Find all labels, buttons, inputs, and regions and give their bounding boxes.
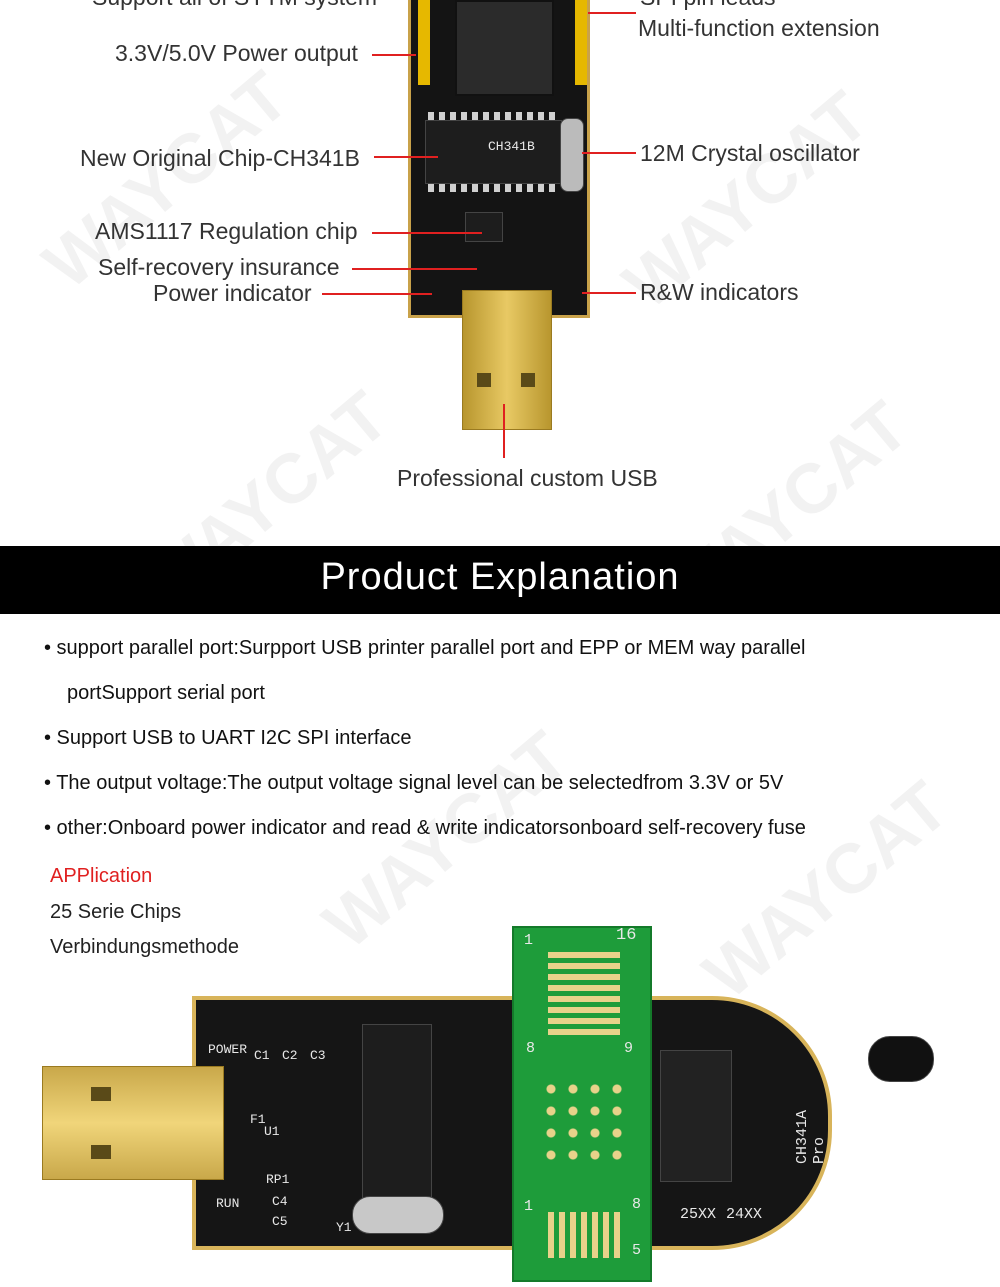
usb-hole xyxy=(521,373,535,387)
banner-title: Product Explanation xyxy=(320,556,680,598)
adapter-pin-8b: 8 xyxy=(632,1196,642,1213)
chip-pins-bottom xyxy=(428,184,558,192)
callout-line xyxy=(352,268,477,270)
adapter-pads-top xyxy=(548,952,620,1036)
usb-plug xyxy=(462,290,552,430)
callout-line xyxy=(372,232,482,234)
silk-slot-25: 25XX xyxy=(680,1206,717,1223)
usb-hole xyxy=(91,1145,111,1159)
bullet-parallel-port: • support parallel port:Surpport USB pri… xyxy=(44,637,806,659)
chip-label: CH341B xyxy=(488,139,535,154)
header-pins-left xyxy=(418,0,430,85)
chip-pins-top xyxy=(428,112,558,120)
callout-top-cut: Support all of SYTM system xyxy=(92,0,377,11)
adapter-pin-16: 16 xyxy=(616,926,637,945)
callout-ams: AMS1117 Regulation chip xyxy=(95,218,358,244)
callout-usb: Professional custom USB xyxy=(397,465,658,491)
soic-adapter-board: 1 16 8 9 1 8 5 xyxy=(512,926,652,1282)
bullet-interface: • Support USB to UART I2C SPI interface xyxy=(44,727,412,749)
callout-line xyxy=(503,404,505,458)
crystal-oscillator xyxy=(352,1196,444,1234)
silk-c2: C2 xyxy=(282,1048,298,1063)
callout-line xyxy=(374,156,438,158)
callout-power-output: 3.3V/5.0V Power output xyxy=(115,40,358,66)
application-line-2: Verbindungsmethode xyxy=(50,936,240,958)
silk-model: CH341A Pro xyxy=(794,1109,829,1165)
silk-u1: U1 xyxy=(264,1124,280,1139)
bullet-parallel-port-cont: portSupport serial port xyxy=(67,682,265,704)
callout-chip: New Original Chip-CH341B xyxy=(80,145,360,171)
callout-power-indicator: Power indicator xyxy=(153,280,312,306)
callout-multi-function: Multi-function extension xyxy=(638,15,880,41)
section-banner: Product Explanation xyxy=(0,546,1000,614)
callout-line xyxy=(372,54,416,56)
silk-y1: Y1 xyxy=(336,1220,352,1235)
silk-c5: C5 xyxy=(272,1214,288,1229)
adapter-pin-1: 1 xyxy=(524,932,534,949)
ch341b-chip xyxy=(362,1024,432,1214)
bullet-output-voltage: • The output voltage:The output voltage … xyxy=(44,772,784,794)
header-pins-right xyxy=(575,0,587,85)
adapter-pin-8: 8 xyxy=(526,1040,536,1057)
zif-socket xyxy=(455,0,554,96)
callout-crystal: 12M Crystal oscillator xyxy=(640,140,860,166)
ch341b-chip: CH341B xyxy=(425,120,562,184)
bullet-other: • other:Onboard power indicator and read… xyxy=(44,817,806,839)
callout-rw-indicators: R&W indicators xyxy=(640,279,799,305)
usb-hole xyxy=(477,373,491,387)
silk-f1: F1 xyxy=(250,1112,266,1127)
callout-line xyxy=(588,12,636,14)
usb-plug xyxy=(42,1066,224,1180)
silk-rp1: RP1 xyxy=(266,1172,290,1187)
silk-c3: C3 xyxy=(310,1048,326,1063)
adapter-pin-5: 5 xyxy=(632,1242,642,1259)
adapter-pin-9: 9 xyxy=(624,1040,634,1057)
silk-slot-24: 24XX xyxy=(726,1206,763,1223)
silk-c1: C1 xyxy=(254,1048,270,1063)
silk-power: POWER xyxy=(208,1042,248,1057)
crystal-oscillator xyxy=(560,118,584,192)
silk-c4: C4 xyxy=(272,1194,288,1209)
application-line-1: 25 Serie Chips xyxy=(50,901,182,923)
watermark: WAYCAT xyxy=(689,766,963,1014)
callout-spi-cut: SPI pin leads xyxy=(640,0,776,11)
adapter-pin-grid xyxy=(540,1078,626,1168)
callout-line xyxy=(582,292,636,294)
zif-socket xyxy=(660,1050,732,1182)
callout-line xyxy=(322,293,432,295)
application-heading: APPlication xyxy=(50,865,153,887)
usb-hole xyxy=(91,1087,111,1101)
adapter-pads-bottom xyxy=(548,1212,620,1258)
ams1117-chip xyxy=(465,212,503,242)
socket-lever-knob xyxy=(868,1036,934,1082)
adapter-pin-1b: 1 xyxy=(524,1198,534,1215)
silk-run: RUN xyxy=(216,1196,240,1211)
callout-line xyxy=(582,152,636,154)
callout-insurance: Self-recovery insurance xyxy=(98,254,340,280)
